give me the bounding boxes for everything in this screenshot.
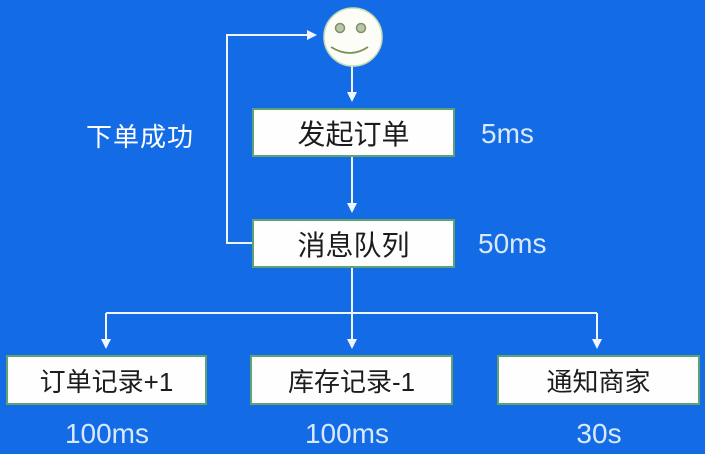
latency-message-queue: 50ms: [478, 228, 547, 259]
node-order-record-label: 订单记录+1: [39, 366, 174, 397]
node-initiate-order: 发起订单: [252, 108, 455, 157]
latency-order-record: 100ms: [64, 418, 150, 449]
latency-stock-record: 100ms: [304, 418, 390, 449]
node-stock-record: 库存记录-1: [250, 355, 453, 405]
node-order-record: 订单记录+1: [6, 355, 207, 405]
node-stock-record-label: 库存记录-1: [287, 366, 416, 397]
node-message-queue-label: 消息队列: [297, 229, 410, 261]
arrow-queue-feedback-to-user: [226, 30, 317, 244]
latency-notify-merchant: 30s: [576, 418, 622, 449]
order-success-label: 下单成功: [86, 122, 195, 152]
node-notify-merchant: 通知商家: [497, 355, 700, 405]
node-notify-merchant-label: 通知商家: [546, 366, 651, 397]
node-initiate-order-label: 发起订单: [297, 118, 410, 150]
latency-initiate-order: 5ms: [481, 118, 534, 149]
smiley-user-icon: [323, 6, 383, 68]
node-message-queue: 消息队列: [252, 219, 455, 268]
